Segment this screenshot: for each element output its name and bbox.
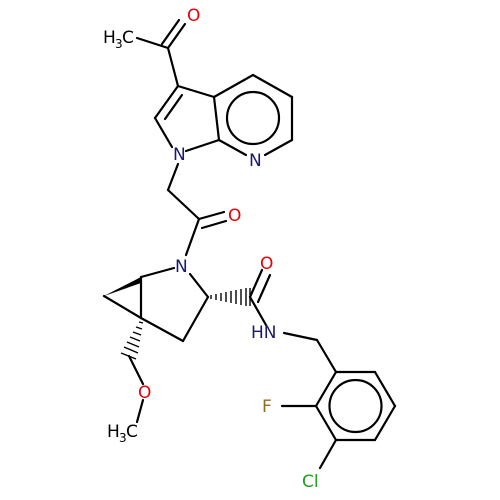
bond-amide-c-o-1 — [248, 268, 264, 299]
atom-nitrogen-ring: N — [175, 257, 188, 277]
atom-nitrogen-indole: N — [173, 145, 186, 165]
bond-n2-c1 — [139, 266, 176, 279]
bond-carbonyl-o-glycolyl-2 — [200, 219, 228, 230]
bond-ar-c1-c2 — [314, 370, 338, 408]
bond-methyl-carbonyl — [135, 36, 170, 50]
bond-carbonyl-o-glycolyl-1 — [197, 210, 226, 221]
atom-oxygen-methoxy: O — [138, 383, 151, 403]
hash-c3-amide — [210, 288, 251, 306]
atom-methyl-acetyl-sub: 3 — [115, 37, 123, 51]
bonds — [102, 18, 397, 470]
atom-chlorine: Cl — [302, 472, 319, 492]
atom-oxygen-glycolyl: O — [228, 206, 241, 226]
bond-c4-c5 — [139, 316, 185, 343]
bond-carbonyl-o-1 — [166, 22, 187, 50]
bond-n2-c3 — [188, 272, 210, 299]
bond-n1-c7a — [184, 138, 221, 153]
bond-c4-c5 — [251, 73, 294, 99]
bond-carbonyl-c3 — [166, 46, 180, 88]
bond-ar-cl — [318, 438, 338, 470]
atom-methyl-methoxy-sub: 3 — [119, 431, 127, 445]
atom-oxygen-acetyl: O — [187, 6, 200, 26]
atom-methyl-acetyl-c: C — [122, 28, 134, 48]
bond-ar-c5-c6 — [373, 370, 397, 408]
bond-n1-ch2 — [166, 162, 180, 192]
bond-ch2-o-methoxy — [127, 354, 145, 386]
pyridine-aromatic-ring — [225, 90, 281, 146]
bond-carbonyl-o-2 — [160, 18, 181, 46]
bond-c2-n1 — [153, 116, 174, 149]
bond-ar-c4-c5 — [373, 404, 397, 442]
atom-methyl-methoxy-h: H — [107, 422, 120, 442]
bond-n7-c7a — [217, 138, 248, 157]
atom-methyl-acetyl-h: H — [103, 28, 116, 48]
bond-c5-c6 — [102, 294, 143, 320]
atom-labels: O H 3 C N N O N O HN F Cl O H 3 C — [103, 6, 319, 492]
bond-ch2-carbonyl — [166, 188, 201, 221]
bond-amide-c-n — [248, 295, 268, 327]
bond-amide-c-o-2 — [256, 273, 272, 304]
benzene-aromatic-ring — [328, 378, 383, 434]
atom-fluorine: F — [262, 397, 272, 417]
hash-c5-ch2 — [120, 321, 144, 360]
bond-c3-c3a — [176, 84, 216, 99]
bond-ch2-aryl — [315, 338, 338, 374]
bond-c3a-c4 — [212, 73, 255, 99]
wedge-c1-c6 — [104, 277, 141, 296]
atom-oxygen-amide: O — [260, 254, 273, 274]
bond-c3-c2 — [153, 84, 180, 120]
bond-c3-c2-inner — [163, 93, 184, 121]
bond-nh-ch2 — [282, 331, 319, 342]
bond-ar-c2-c3 — [314, 404, 338, 442]
atom-nitrogen-amide: HN — [251, 323, 277, 343]
bond-carbonyl-n2 — [184, 217, 201, 257]
atom-nitrogen-pyridine: N — [249, 151, 262, 171]
bond-c6-n7 — [263, 138, 294, 157]
bond-c7a-c3a — [212, 95, 221, 142]
atom-methyl-methoxy-c: C — [126, 422, 138, 442]
bond-o-ch3-methoxy — [135, 398, 145, 424]
bond-c3-c4 — [181, 295, 210, 343]
